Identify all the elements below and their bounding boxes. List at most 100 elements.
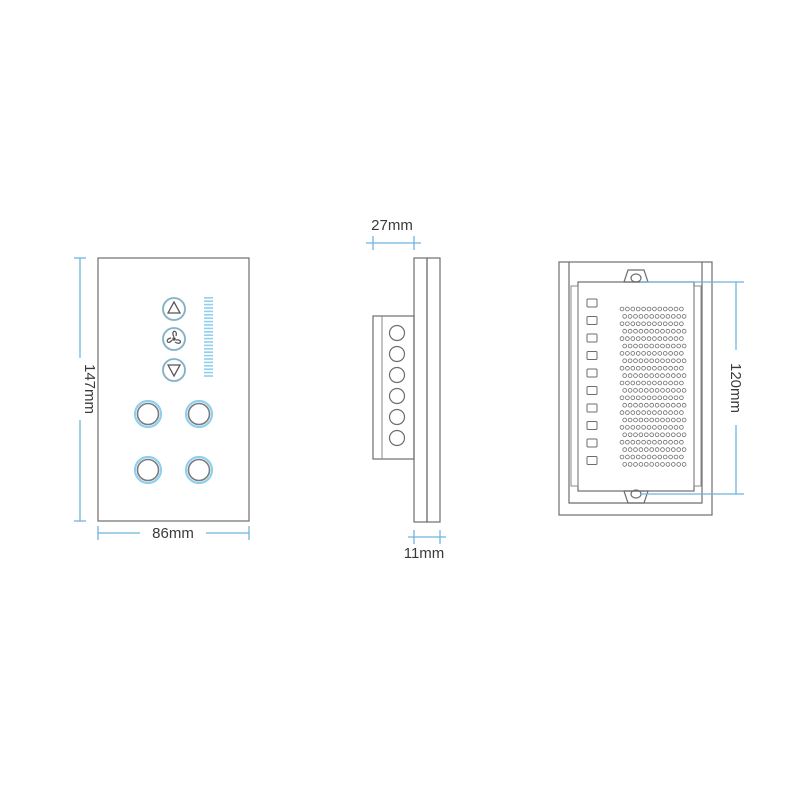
touch-button-2 (184, 399, 214, 429)
vent-hole (646, 425, 652, 430)
level-segment (204, 361, 213, 364)
vent-hole (625, 454, 630, 460)
terminal-block (388, 324, 406, 447)
vent-hole (654, 402, 660, 408)
thickness-dimension: 11mm (404, 530, 446, 562)
vent-hole (681, 417, 687, 423)
vent-hole (660, 402, 665, 408)
level-segment (204, 348, 213, 350)
vent-hole (668, 351, 673, 356)
vent-hole (649, 432, 654, 438)
terminal-slot (586, 333, 598, 343)
vent-hole (654, 432, 660, 438)
vent-hole (665, 373, 671, 378)
vent-hole (643, 462, 649, 467)
vent-hole (627, 402, 633, 408)
vent-hole (641, 395, 646, 401)
level-segment (204, 358, 213, 360)
vent-hole (619, 380, 625, 386)
vent-hole (649, 417, 654, 423)
vent-hole (635, 454, 641, 460)
level-segment (204, 307, 213, 309)
vent-hole (622, 402, 627, 408)
vent-hole (630, 306, 636, 312)
up-arrow-icon (161, 296, 187, 322)
level-segment (204, 300, 213, 302)
vent-hole (619, 306, 625, 312)
vent-hole (681, 462, 687, 467)
vent-hole (660, 328, 665, 334)
vent-hole (665, 314, 671, 319)
vent-hole (652, 410, 657, 415)
vent-hole (652, 351, 657, 356)
vent-hole (673, 365, 679, 371)
vent-hole (662, 439, 668, 445)
vent-hole (625, 410, 630, 415)
vent-hole (643, 432, 649, 438)
vent-hole (681, 432, 687, 438)
vent-hole (657, 454, 663, 460)
vent-hole (673, 425, 679, 430)
vent-hole (646, 410, 652, 415)
back-view: 120mm (558, 261, 744, 516)
touch-button-1 (133, 399, 163, 429)
vent-hole (622, 462, 627, 467)
level-segment (204, 317, 213, 319)
vent-hole (625, 425, 630, 430)
vent-hole (668, 380, 673, 386)
vent-hole (627, 358, 633, 364)
depth-label: 27mm (371, 217, 413, 234)
vent-hole (625, 336, 630, 341)
level-segment (204, 375, 213, 377)
level-segment (204, 365, 213, 367)
vent-hole (679, 336, 684, 341)
front-view: 147mm 86mm (74, 257, 250, 542)
vent-hole (638, 432, 644, 438)
vent-hole (679, 439, 684, 445)
vent-hole (625, 365, 630, 371)
vent-hole (660, 358, 665, 364)
vent-hole (673, 410, 679, 415)
vent-hole (657, 306, 663, 312)
vent-hole (635, 425, 641, 430)
vent-hole (665, 432, 671, 438)
terminal-slot (586, 421, 598, 430)
vent-hole (681, 314, 687, 319)
vent-hole (668, 425, 673, 430)
vent-hole (641, 380, 646, 386)
level-segment (204, 327, 213, 330)
vent-hole (662, 395, 668, 401)
vent-hole (665, 328, 671, 334)
terminal-screw (388, 366, 406, 384)
vent-hole (646, 351, 652, 356)
vent-hole (633, 447, 638, 452)
vent-hole (652, 439, 657, 445)
vent-hole (635, 321, 641, 327)
vent-hole (660, 432, 665, 438)
vent-hole (665, 343, 671, 349)
mount-spacing-label: 120mm (727, 363, 744, 413)
vent-hole (641, 439, 646, 445)
vent-hole (622, 314, 627, 319)
vent-hole (643, 358, 649, 364)
vent-hole (670, 402, 676, 408)
vent-hole (670, 462, 676, 467)
vent-hole (668, 439, 673, 445)
vent-hole (625, 395, 630, 401)
vent-hole (662, 454, 668, 460)
vent-hole (679, 454, 684, 460)
vent-hole (630, 336, 636, 341)
vent-hole (643, 402, 649, 408)
vent-hole (627, 314, 633, 319)
vent-hole (633, 417, 638, 423)
mount-spacing-dimension: 120mm (640, 281, 744, 495)
terminal-screw (388, 429, 406, 447)
vent-hole (673, 336, 679, 341)
vent-hole (652, 380, 657, 386)
vent-hole (673, 439, 679, 445)
vent-hole (619, 351, 625, 356)
vent-hole (619, 321, 625, 327)
vent-hole (662, 306, 668, 312)
vent-hole (638, 358, 644, 364)
vent-hole (641, 336, 646, 341)
